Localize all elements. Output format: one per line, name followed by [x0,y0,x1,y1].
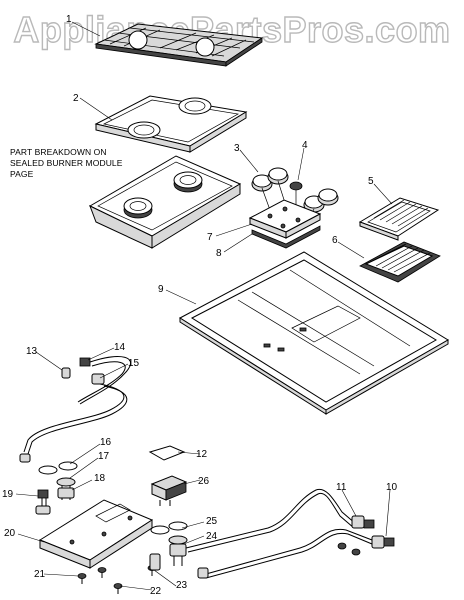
callout-19: 19 [2,489,14,500]
callout-3: 3 [234,143,240,154]
callout-4: 4 [302,140,308,151]
part-cooktop-tray [94,95,248,153]
part-grate [94,23,264,67]
callout-23: 23 [176,580,188,591]
note-line-2: SEALED BURNER MODULE [10,158,123,168]
part-left-tubes [19,356,132,463]
part-right-valve [149,521,188,571]
callout-15: 15 [128,358,140,369]
callout-14: 14 [114,342,126,353]
callout-8: 8 [216,248,222,259]
sealed-burner-note: PART BREAKDOWN ON SEALED BURNER MODULE P… [10,147,123,179]
callout-7: 7 [207,232,213,243]
callout-18: 18 [94,473,106,484]
callout-21: 21 [34,569,46,580]
part-screws [77,565,157,594]
part-frame [179,251,449,415]
part-switch [148,445,188,506]
callout-17: 17 [98,451,110,462]
part-control-plates [248,199,322,249]
callout-22: 22 [150,586,162,597]
callout-6: 6 [332,235,338,246]
part-left-valves [35,461,78,515]
callout-12: 12 [196,449,208,460]
note-line-3: PAGE [10,169,34,179]
callout-24: 24 [206,531,218,542]
leader-lines [15,21,393,591]
callout-9: 9 [158,284,164,295]
part-right-tubes [185,488,395,579]
part-filters [358,197,441,283]
watermark-text: AppliancePartsPros.com [13,9,450,50]
callout-26: 26 [198,476,210,487]
callout-2: 2 [73,93,79,104]
callout-25: 25 [206,516,218,527]
part-bracket [38,499,154,569]
callout-16: 16 [100,437,112,448]
callout-numbers: 1 2 3 4 5 6 7 8 9 10 11 12 13 14 15 16 1… [2,14,398,597]
sealed-burner-module [88,155,242,249]
callout-10: 10 [386,482,398,493]
callout-20: 20 [4,528,16,539]
callout-13: 13 [26,346,38,357]
callout-5: 5 [368,176,374,187]
part-knobs [251,167,339,225]
callout-11: 11 [336,482,347,493]
note-line-1: PART BREAKDOWN ON [10,147,107,157]
callout-1: 1 [66,14,72,25]
